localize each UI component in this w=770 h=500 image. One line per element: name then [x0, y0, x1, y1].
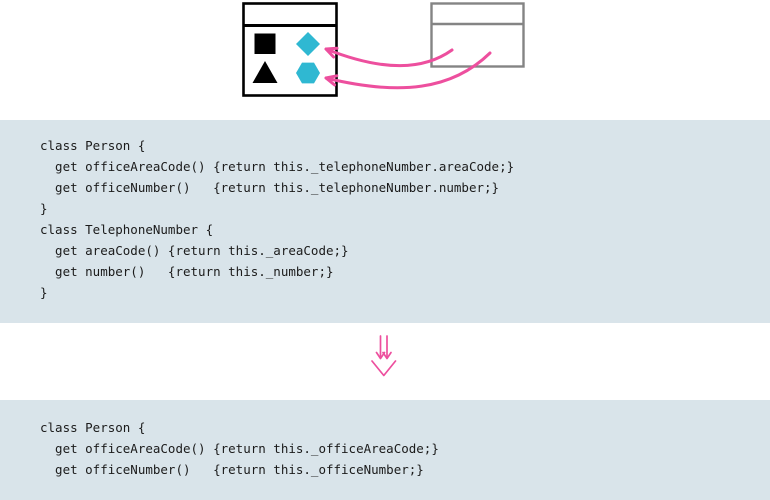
code-line: get officeAreaCode() {return this._offic… — [40, 441, 439, 456]
inline-class-diagram — [242, 2, 525, 97]
code-line: class TelephoneNumber { — [40, 222, 214, 237]
code-line: class Person { — [40, 420, 146, 435]
telephone-number-class-box — [430, 2, 525, 68]
code-after-block: class Person { get officeAreaCode() {ret… — [0, 400, 770, 500]
code-line: } — [40, 285, 48, 300]
move-arrow-to-diamond — [324, 47, 454, 68]
code-line: get areaCode() {return this._areaCode;} — [40, 243, 349, 258]
person-class-box — [242, 2, 338, 97]
move-arrow-to-diamond-head — [324, 46, 339, 59]
move-arrow-to-hexagon-head — [324, 74, 339, 87]
code-line: get number() {return this._number;} — [40, 264, 334, 279]
square-shape — [254, 33, 276, 54]
hexagon-shape — [296, 62, 320, 84]
move-feature-arrows — [324, 46, 492, 90]
code-line: class Person { — [40, 138, 146, 153]
code-before-block: class Person { get officeAreaCode() {ret… — [0, 120, 770, 323]
triangle-shape — [252, 61, 278, 83]
class-box-frame — [430, 2, 525, 68]
code-line: get officeAreaCode() {return this._telep… — [40, 159, 515, 174]
diamond-shape — [296, 32, 320, 56]
code-line: } — [40, 201, 48, 216]
move-arrow-to-hexagon — [324, 51, 492, 90]
transform-arrow-icon — [371, 335, 397, 377]
code-line: get officeNumber() {return this._telepho… — [40, 180, 500, 195]
code-line: get officeNumber() {return this._officeN… — [40, 462, 424, 477]
